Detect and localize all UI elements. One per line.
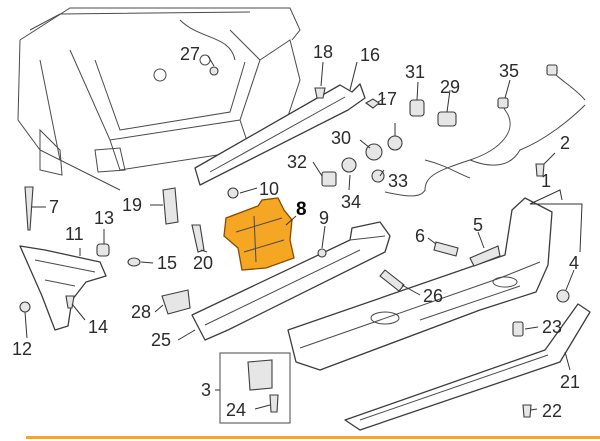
- callout-14[interactable]: 14: [88, 317, 109, 337]
- callout-6[interactable]: 6: [415, 226, 426, 246]
- part-13-clip: [96, 243, 110, 257]
- part-23-clip: [512, 321, 524, 337]
- part-4-bracket: [556, 289, 570, 303]
- parking-sensors: [321, 99, 457, 187]
- part-14-screw: [65, 295, 75, 309]
- callout-18[interactable]: 18: [313, 42, 334, 62]
- vehicle-body-outline: [17, 7, 301, 191]
- part-28-bracket: [161, 289, 191, 315]
- callout-13[interactable]: 13: [94, 208, 115, 228]
- callout-30[interactable]: 30: [331, 128, 352, 148]
- callout-1[interactable]: 1: [541, 171, 552, 191]
- callout-20[interactable]: 20: [193, 253, 214, 273]
- callout-31[interactable]: 31: [405, 62, 426, 82]
- part-10-screw: [227, 187, 239, 199]
- callout-10[interactable]: 10: [259, 179, 280, 199]
- callout-24[interactable]: 24: [226, 400, 247, 420]
- callout-32[interactable]: 32: [287, 152, 308, 172]
- callout-34[interactable]: 34: [341, 192, 362, 212]
- part-15-grommet: [127, 257, 141, 267]
- callout-33[interactable]: 33: [388, 171, 409, 191]
- callout-35[interactable]: 35: [499, 61, 520, 81]
- leader-lines: [24, 55, 583, 411]
- callout-5[interactable]: 5: [473, 215, 484, 235]
- callout-7[interactable]: 7: [49, 197, 60, 217]
- part-22-screw: [522, 404, 532, 418]
- callout-9[interactable]: 9: [319, 208, 330, 228]
- callout-29[interactable]: 29: [440, 77, 461, 97]
- accent-divider: [26, 436, 600, 439]
- callout-3[interactable]: 3: [201, 380, 212, 400]
- part-17-clip: [364, 98, 380, 109]
- hardware-kit-box: [219, 352, 291, 424]
- part-20-bolt: [191, 224, 205, 253]
- callout-17[interactable]: 17: [377, 89, 398, 109]
- callout-21[interactable]: 21: [560, 372, 581, 392]
- part-27-grommet: [209, 66, 219, 76]
- callout-23[interactable]: 23: [542, 317, 563, 337]
- callout-8[interactable]: 8: [296, 199, 307, 220]
- callout-16[interactable]: 16: [360, 45, 381, 65]
- part-19-bracket: [162, 187, 179, 225]
- callout-4[interactable]: 4: [569, 253, 580, 273]
- part-11-side-guide: [19, 245, 107, 331]
- callout-15[interactable]: 15: [157, 253, 178, 273]
- callout-26[interactable]: 26: [423, 286, 444, 306]
- part-7-screw: [24, 186, 34, 231]
- part-18-clip: [314, 87, 326, 99]
- callout-11[interactable]: 11: [65, 224, 84, 244]
- part-6-bolt: [433, 241, 459, 257]
- callout-25[interactable]: 25: [151, 330, 172, 350]
- part-26-bolt: [379, 269, 405, 292]
- part-12-clip: [19, 301, 31, 313]
- part-8-mounting-bracket: [223, 197, 295, 271]
- part-25-impact-bar: [191, 221, 391, 341]
- callout-27[interactable]: 27: [180, 44, 201, 64]
- part-21-lower-valance: [344, 303, 591, 431]
- callout-2[interactable]: 2: [560, 133, 571, 153]
- part-1-bumper-cover: [287, 197, 553, 371]
- callout-22[interactable]: 22: [542, 401, 563, 421]
- part-2-screw: [535, 163, 545, 177]
- callout-12[interactable]: 12: [12, 339, 33, 359]
- callout-28[interactable]: 28: [131, 302, 152, 322]
- callout-19[interactable]: 19: [122, 195, 143, 215]
- part-9-nut: [317, 248, 327, 258]
- part-5-bracket: [469, 245, 501, 267]
